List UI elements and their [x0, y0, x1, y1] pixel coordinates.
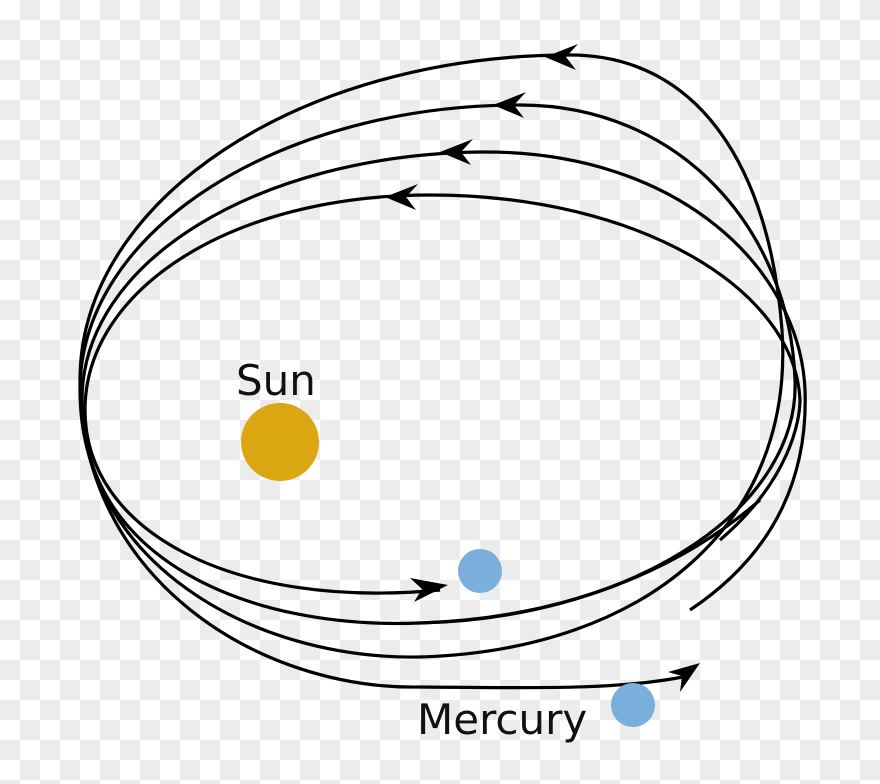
mercury-inner — [458, 549, 502, 593]
sun-label: Sun — [236, 356, 316, 405]
orbit-loop-4 — [78, 53, 785, 690]
arrow-icon — [410, 578, 448, 602]
orbit-paths — [78, 53, 807, 690]
arrow-icon — [545, 44, 578, 70]
arrow-icon — [385, 184, 418, 210]
orbit-loop-3 — [78, 103, 797, 659]
mercury-label: Mercury — [417, 695, 587, 744]
mercury-outer — [611, 683, 655, 727]
orbit-loop-1 — [83, 193, 802, 595]
arrow-icon — [493, 92, 526, 118]
direction-arrows — [385, 44, 700, 692]
arrow-icon — [440, 139, 473, 165]
orbit-loop-2 — [80, 150, 807, 626]
arrow-icon — [668, 663, 700, 692]
sun — [241, 403, 319, 481]
